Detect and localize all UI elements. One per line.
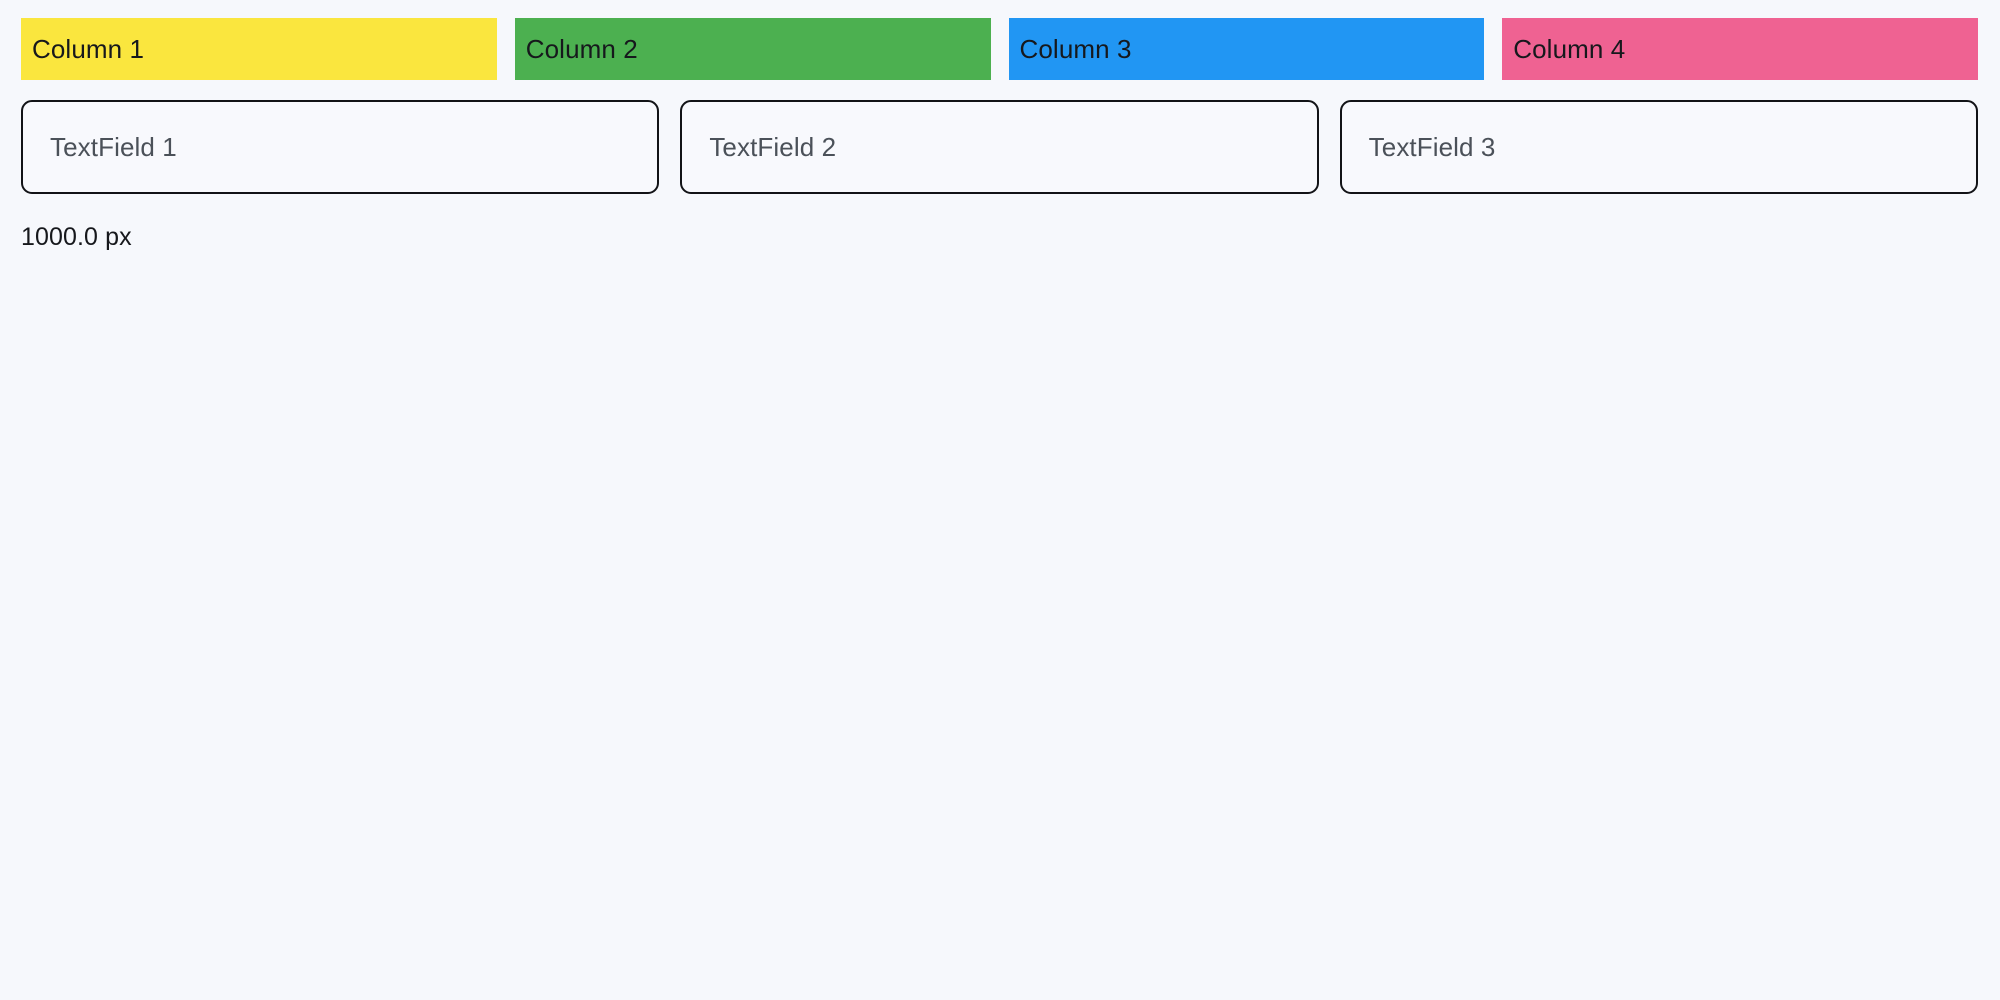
empty-canvas-area — [0, 268, 2000, 1000]
textfield-1-placeholder: TextField 1 — [50, 132, 177, 162]
measurement-readout: 1000.0 px — [21, 223, 132, 251]
column-cell-label: Column 1 — [32, 34, 145, 64]
column-cell-2[interactable]: Column 2 — [514, 18, 991, 80]
textfield-2-placeholder: TextField 2 — [709, 132, 837, 162]
column-cell-label: Column 4 — [1513, 34, 1626, 64]
textfield-2[interactable]: TextField 2 — [680, 100, 1319, 194]
textfield-3[interactable]: TextField 3 — [1339, 100, 1978, 194]
column-cell-1[interactable]: Column 1 — [21, 18, 497, 80]
column-cell-label: Column 2 — [525, 34, 638, 64]
textfields-row: TextField 1 TextField 2 TextField 3 — [21, 100, 1978, 194]
columns-row: Column 1 Column 2 Column 3 Column 4 — [21, 18, 1978, 80]
textfield-1[interactable]: TextField 1 — [21, 100, 660, 194]
column-cell-label: Column 3 — [1019, 34, 1132, 64]
column-cell-4[interactable]: Column 4 — [1502, 18, 1978, 80]
column-cell-3[interactable]: Column 3 — [1008, 18, 1485, 80]
textfield-3-placeholder: TextField 3 — [1368, 132, 1496, 162]
